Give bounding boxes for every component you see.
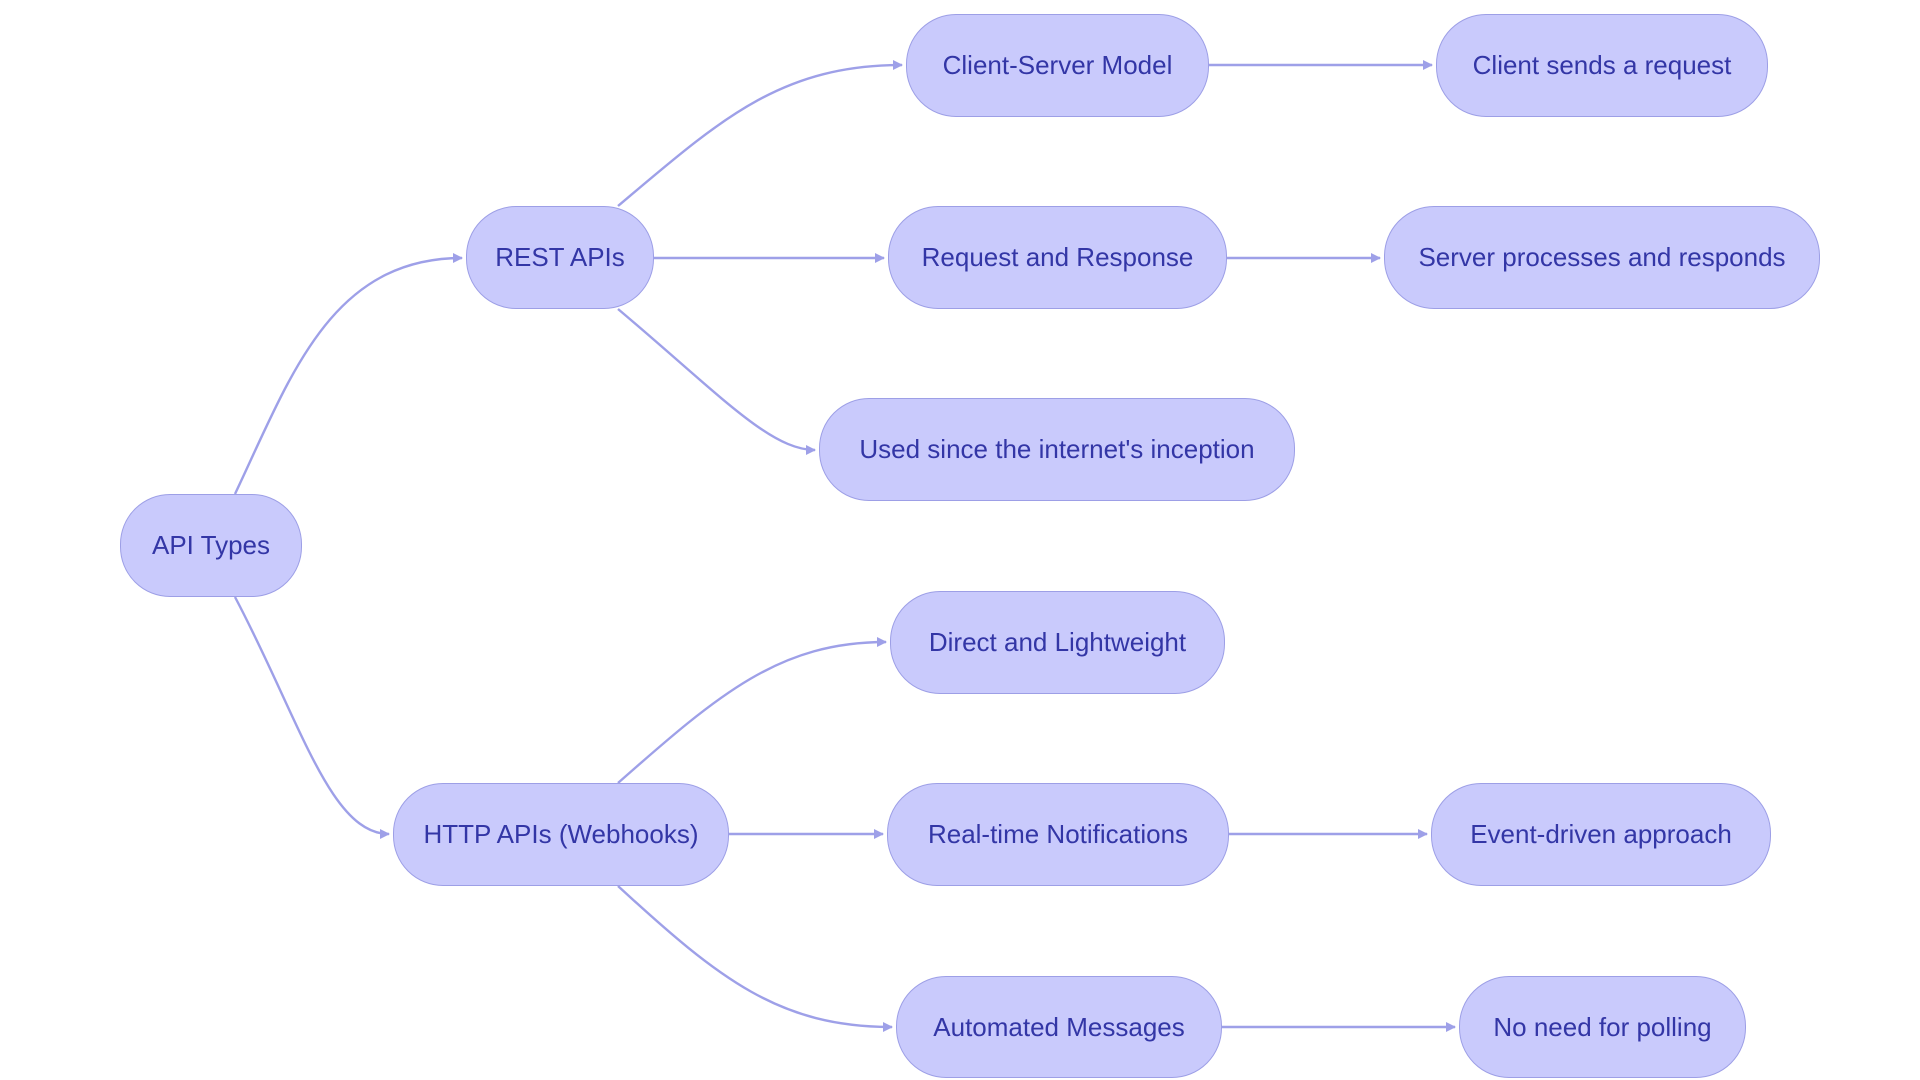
node-client-server: Client-Server Model xyxy=(906,14,1209,117)
node-no-polling: No need for polling xyxy=(1459,976,1746,1078)
node-request-response: Request and Response xyxy=(888,206,1227,309)
edge-rest-apis-to-client-server xyxy=(617,60,903,207)
node-http-apis: HTTP APIs (Webhooks) xyxy=(393,783,729,886)
edge-http-apis-to-automated xyxy=(617,885,893,1032)
node-rest-apis: REST APIs xyxy=(466,206,654,309)
node-realtime: Real-time Notifications xyxy=(887,783,1229,886)
edge-api-types-to-rest-apis xyxy=(233,253,463,495)
node-server-processes: Server processes and responds xyxy=(1384,206,1820,309)
edge-api-types-to-http-apis xyxy=(233,596,390,839)
edge-rest-apis-to-used-since xyxy=(617,308,816,455)
node-event-driven: Event-driven approach xyxy=(1431,783,1771,886)
node-direct-lightweight: Direct and Lightweight xyxy=(890,591,1225,694)
node-automated: Automated Messages xyxy=(896,976,1222,1078)
node-api-types: API Types xyxy=(120,494,302,597)
edge-http-apis-to-direct-lightweight xyxy=(617,637,887,784)
node-client-sends: Client sends a request xyxy=(1436,14,1768,117)
node-used-since: Used since the internet's inception xyxy=(819,398,1295,501)
